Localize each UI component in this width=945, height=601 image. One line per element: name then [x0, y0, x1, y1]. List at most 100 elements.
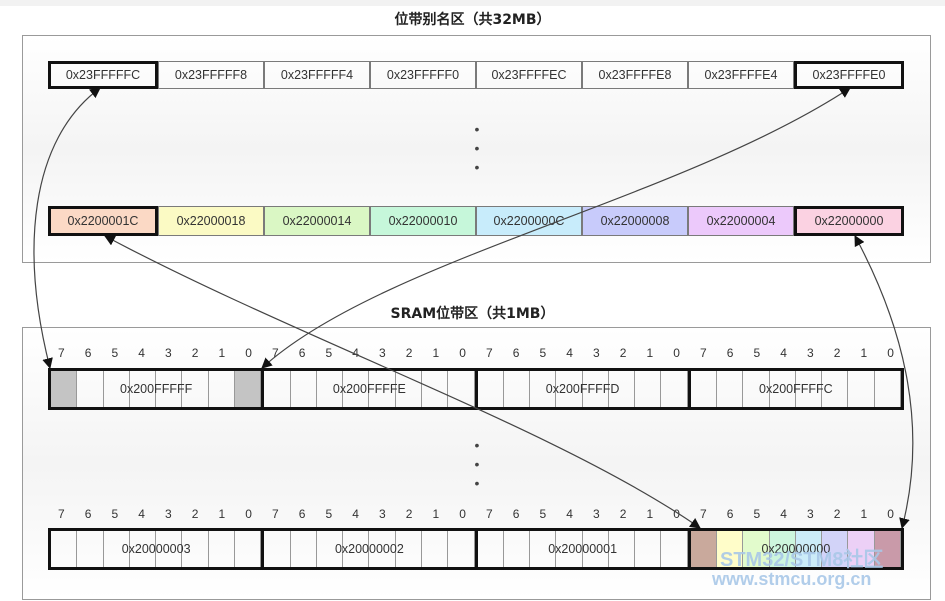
bit-cell [156, 531, 183, 567]
sram-byte: 0x200FFFFD [478, 371, 691, 407]
alias-bottom-cell: 0x22000018 [158, 206, 264, 236]
bit-cell [504, 531, 531, 567]
bit-number: 5 [753, 507, 761, 521]
top-cropped-strip [0, 0, 945, 6]
sram-byte: 0x200FFFFF [51, 371, 265, 407]
alias-bottom-cell: 0x22000008 [582, 206, 688, 236]
bit-number: 4 [780, 507, 787, 521]
bit-number: 0 [887, 346, 894, 360]
bit-number: 2 [619, 507, 627, 521]
bit-cell [690, 531, 718, 567]
sram-byte: 0x20000000 [690, 531, 901, 567]
bit-number: 6 [84, 507, 92, 521]
sram-ellipsis: ••• [474, 437, 480, 491]
bit-number: 5 [539, 346, 547, 360]
bit-cell [130, 531, 157, 567]
bit-number: 0 [245, 346, 252, 360]
bit-number: 5 [111, 346, 119, 360]
bit-number: 1 [646, 346, 654, 360]
bit-cell [448, 371, 475, 407]
bit-number: 2 [191, 507, 199, 521]
bit-number: 2 [833, 346, 841, 360]
bit-cell [104, 371, 130, 407]
bit-cell [661, 531, 688, 567]
bit-number: 4 [138, 346, 145, 360]
bit-number: 2 [191, 346, 199, 360]
bit-cell [769, 531, 796, 567]
sram-byte: 0x20000003 [51, 531, 265, 567]
bit-number: 0 [673, 507, 680, 521]
bit-number: 0 [887, 507, 894, 521]
bit-cell [635, 371, 662, 407]
bit-number: 4 [780, 346, 787, 360]
bit-number: 5 [753, 346, 761, 360]
sram-byte: 0x20000002 [264, 531, 478, 567]
bit-cell [77, 531, 104, 567]
bit-cell [822, 531, 849, 567]
alias-ellipsis: ••• [474, 121, 480, 175]
alias-top-cell: 0x23FFFFF8 [158, 61, 264, 89]
alias-top-cell: 0x23FFFFF0 [370, 61, 476, 89]
bit-number: 7 [272, 346, 279, 360]
bit-cell [234, 371, 262, 407]
bit-cell [530, 531, 557, 567]
bit-cell [770, 371, 796, 407]
watermark-line2: www.stmcu.org.cn [712, 569, 872, 589]
bit-number: 0 [459, 507, 466, 521]
bit-cell [875, 371, 901, 407]
bit-number: 0 [245, 507, 252, 521]
bit-number: 7 [486, 346, 493, 360]
bit-cell [182, 371, 209, 407]
bit-number: 3 [807, 346, 814, 360]
bit-number: 7 [486, 507, 493, 521]
bit-number: 1 [218, 507, 226, 521]
bit-cell [743, 531, 770, 567]
bit-number: 7 [58, 346, 65, 360]
bit-cell [478, 371, 504, 407]
bit-number: 6 [726, 507, 734, 521]
bit-cell [848, 371, 875, 407]
bit-number: 1 [432, 507, 440, 521]
bit-number: 1 [860, 346, 868, 360]
bit-cell [291, 531, 317, 567]
bit-cell [264, 371, 291, 407]
alias-bottom-cell: 0x2200000C [476, 206, 582, 236]
bit-cell [661, 371, 688, 407]
bit-number: 1 [432, 346, 440, 360]
bit-cell [691, 371, 718, 407]
bit-cell [156, 371, 183, 407]
bit-cell [422, 371, 449, 407]
bit-number: 7 [700, 507, 707, 521]
bit-number: 0 [459, 346, 466, 360]
bit-cell [583, 371, 609, 407]
watermark-line1: STM32/STM8社区 [720, 549, 884, 571]
bit-number: 5 [325, 346, 333, 360]
bit-number: 7 [272, 507, 279, 521]
sram-byte: 0x20000001 [478, 531, 691, 567]
bit-cell [530, 371, 557, 407]
bit-number: 2 [405, 507, 413, 521]
bit-cell [635, 531, 662, 567]
bit-number: 3 [807, 507, 814, 521]
bit-number: 6 [298, 346, 306, 360]
bit-number: 6 [298, 507, 306, 521]
bit-cell [317, 531, 344, 567]
bit-number: 6 [84, 346, 92, 360]
bit-cell [583, 531, 609, 567]
bit-cell [343, 371, 370, 407]
bit-number: 2 [619, 346, 627, 360]
bit-cell [609, 531, 636, 567]
bit-cell [743, 371, 770, 407]
bit-number: 3 [165, 507, 172, 521]
alias-bottom-cell: 0x22000010 [370, 206, 476, 236]
alias-bottom-cell: 0x22000004 [688, 206, 794, 236]
alias-top-cell: 0x23FFFFE8 [582, 61, 688, 89]
bit-number: 2 [833, 507, 841, 521]
alias-top-cell: 0x23FFFFE0 [794, 61, 904, 89]
alias-top-cell: 0x23FFFFEC [476, 61, 582, 89]
